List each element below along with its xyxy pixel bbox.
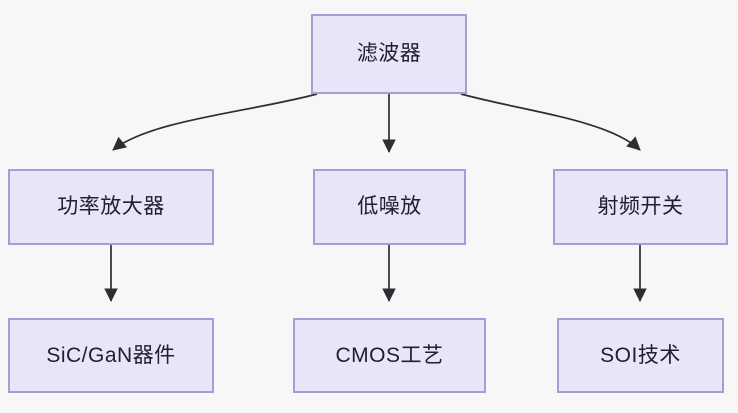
- node-soi-technology[interactable]: SOI技术: [557, 318, 724, 393]
- node-filter[interactable]: 滤波器: [311, 14, 467, 94]
- node-rf-switch[interactable]: 射频开关: [553, 169, 728, 245]
- node-sic-gan-device[interactable]: SiC/GaN器件: [8, 318, 214, 393]
- node-low-noise-amplifier[interactable]: 低噪放: [313, 169, 466, 245]
- node-low-noise-amplifier-label: 低噪放: [357, 195, 422, 219]
- node-filter-label: 滤波器: [356, 42, 422, 66]
- node-rf-switch-label: 射频开关: [597, 195, 684, 219]
- node-cmos-process-label: CMOS工艺: [335, 343, 444, 367]
- node-cmos-process[interactable]: CMOS工艺: [293, 318, 486, 393]
- node-sic-gan-device-label: SiC/GaN器件: [46, 343, 176, 367]
- edge-filter-to-rfswitch: [460, 93, 641, 151]
- node-power-amplifier-label: 功率放大器: [57, 195, 165, 219]
- node-soi-technology-label: SOI技术: [600, 343, 681, 367]
- node-power-amplifier[interactable]: 功率放大器: [8, 169, 214, 245]
- edge-filter-to-pa: [112, 93, 318, 151]
